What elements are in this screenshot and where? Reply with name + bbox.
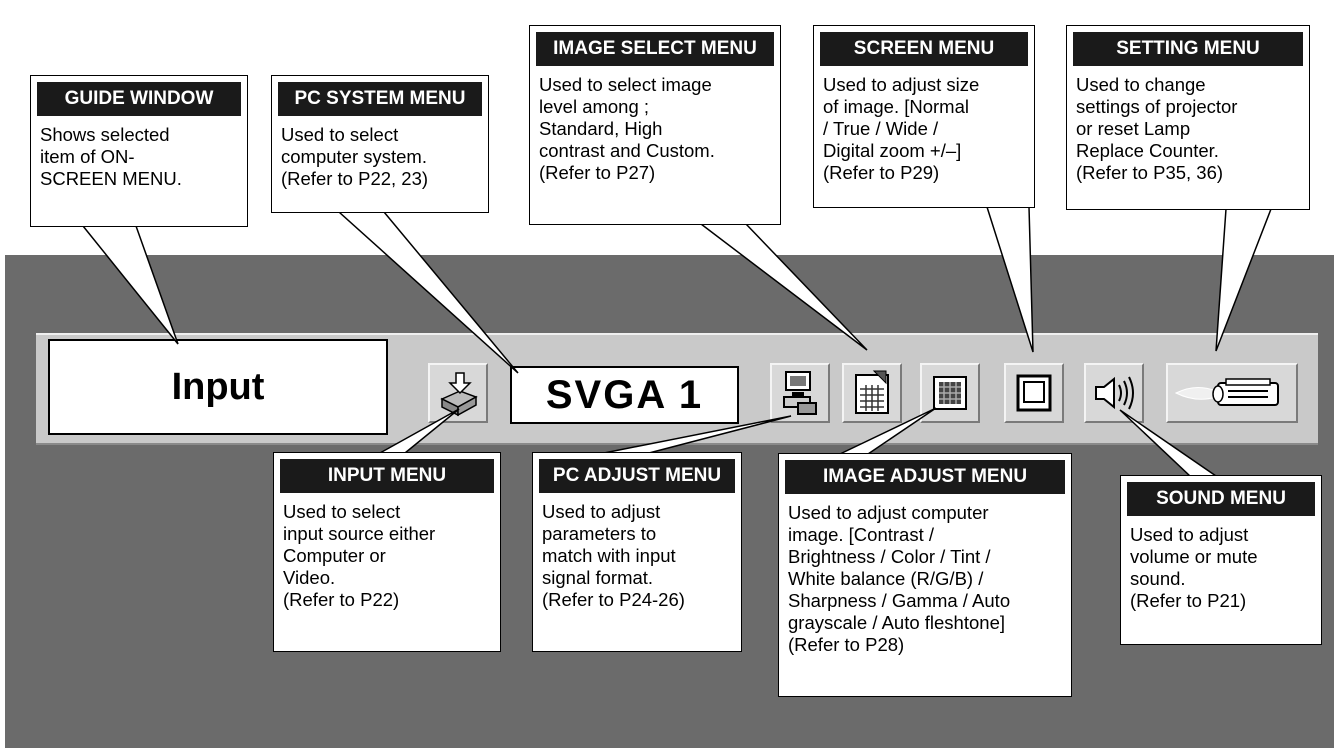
callout-pc-system: PC SYSTEM MENU Used to select computer s… (271, 75, 489, 213)
sound-menu-button[interactable] (1084, 363, 1144, 423)
guide-window-display: Input (48, 339, 388, 435)
pc-adjust-menu-button[interactable] (770, 363, 830, 423)
callout-description: Used to adjust parameters to match with … (542, 501, 685, 610)
input-icon (440, 372, 478, 417)
callout-description: Used to select image level among ; Stand… (539, 74, 715, 183)
callout-sound: SOUND MENU Used to adjust volume or mute… (1120, 475, 1322, 645)
sound-icon (1095, 376, 1134, 410)
callout-description: Used to select computer system. (Refer t… (281, 124, 429, 189)
image-adjust-menu-button[interactable] (920, 363, 980, 423)
image-select-icon (855, 370, 889, 414)
image-adjust-icon (933, 376, 967, 410)
callout-description: Shows selected item of ON- SCREEN MENU. (40, 124, 182, 189)
callout-title: PC ADJUST MENU (539, 459, 735, 493)
guide-window-text: Input (171, 365, 265, 408)
callout-title: INPUT MENU (280, 459, 494, 493)
callout-screen: SCREEN MENU Used to adjust size of image… (813, 25, 1035, 208)
system-display: SVGA 1 (510, 366, 739, 424)
callout-image-select: IMAGE SELECT MENU Used to select image l… (529, 25, 781, 225)
screen-icon (1016, 374, 1052, 412)
callout-description: Used to adjust size of image. [Normal / … (823, 74, 980, 183)
setting-icon (1174, 378, 1279, 406)
setting-menu-button[interactable] (1166, 363, 1298, 423)
image-select-menu-button[interactable] (842, 363, 902, 423)
screen-menu-button[interactable] (1004, 363, 1064, 423)
callout-title: SCREEN MENU (820, 32, 1028, 66)
callout-title: PC SYSTEM MENU (278, 82, 482, 116)
callout-title: IMAGE ADJUST MENU (785, 460, 1065, 494)
callout-image-adjust: IMAGE ADJUST MENU Used to adjust compute… (778, 453, 1072, 697)
callout-description: Used to adjust computer image. [Contrast… (788, 502, 1011, 655)
callout-setting: SETTING MENU Used to change settings of … (1066, 25, 1310, 210)
system-display-text: SVGA 1 (545, 372, 704, 417)
callout-title: GUIDE WINDOW (37, 82, 241, 116)
callout-pc-adjust: PC ADJUST MENU Used to adjust parameters… (532, 452, 742, 652)
pc-adjust-icon (783, 371, 817, 415)
callout-description: Used to change settings of projector or … (1076, 74, 1238, 183)
callout-input: INPUT MENU Used to select input source e… (273, 452, 501, 652)
callout-description: Used to adjust volume or mute sound. (Re… (1130, 524, 1258, 611)
callout-description: Used to select input source either Compu… (283, 501, 436, 610)
callout-title: SOUND MENU (1127, 482, 1315, 516)
callout-guide-window: GUIDE WINDOW Shows selected item of ON- … (30, 75, 248, 227)
input-menu-button[interactable] (428, 363, 488, 423)
callout-title: IMAGE SELECT MENU (536, 32, 774, 66)
callout-title: SETTING MENU (1073, 32, 1303, 66)
